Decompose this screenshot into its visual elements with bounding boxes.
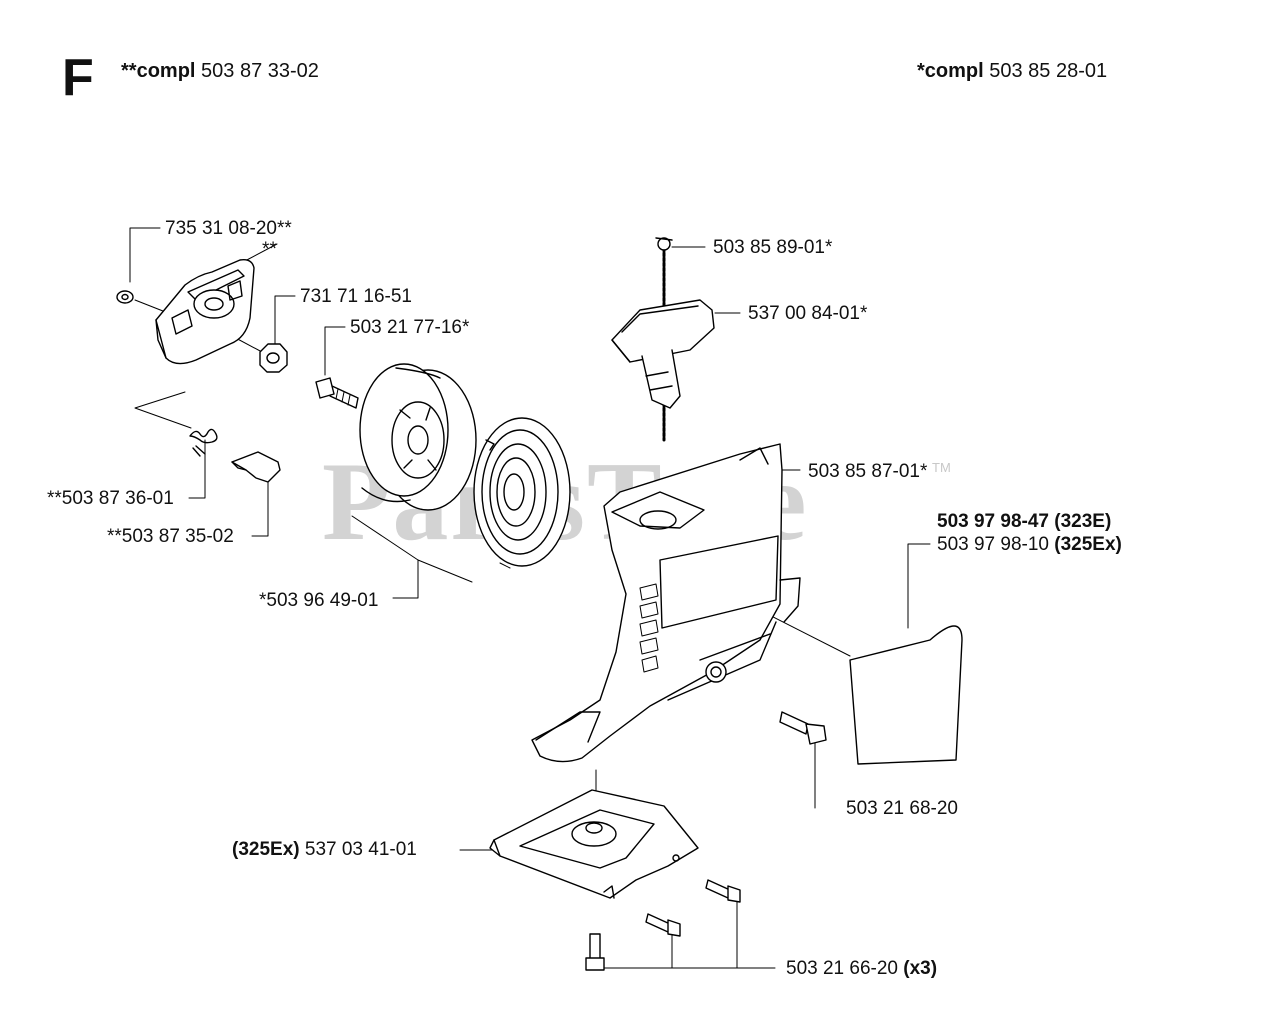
screw-503217716 — [315, 377, 359, 409]
label-double-star: ** — [262, 239, 277, 260]
label-503216620-qty: (x3) — [903, 958, 938, 979]
label-503979810: 503 97 98-10 (325Ex) — [937, 535, 1122, 554]
label-503979810-variant: (325Ex) — [1054, 534, 1122, 555]
compl-right-number: 503 85 28-01 — [989, 60, 1108, 82]
compl-left-prefix: **compl — [121, 60, 196, 82]
label-503873601: **503 87 36-01 — [47, 488, 174, 509]
starter-handle — [611, 299, 715, 409]
label-731711651: 731 71 16-51 — [300, 286, 412, 307]
label-735310820: 735 31 08-20** — [165, 218, 292, 239]
label-503964901: *503 96 49-01 — [259, 590, 379, 611]
base-plate — [489, 789, 699, 899]
compl-right-prefix: *compl — [917, 60, 984, 82]
label-503216620: 503 21 66-20 (x3) — [786, 959, 937, 978]
section-letter: F — [62, 49, 94, 107]
flange-nut — [259, 343, 288, 373]
label-503216820: 503 21 68-20 — [846, 798, 958, 819]
label-537034101-variant: (325Ex) — [232, 839, 300, 860]
label-537034101: (325Ex) 537 03 41-01 — [232, 840, 417, 859]
label-503216620-number: 503 21 66-20 — [786, 958, 898, 979]
rope-pulley — [359, 363, 477, 511]
label-503873502: **503 87 35-02 — [107, 526, 234, 547]
starter-pawl — [231, 451, 281, 483]
label-503979810-number: 503 97 98-10 — [937, 534, 1049, 555]
label-503979847-number: 503 97 98-47 — [937, 511, 1049, 532]
screw-503216620-b — [645, 913, 681, 937]
label-503979847: 503 97 98-47 (323E) — [937, 512, 1111, 531]
compl-left: **compl 503 87 33-02 — [121, 60, 319, 83]
watermark-tm: TM — [932, 460, 951, 475]
pawl-spring — [189, 428, 218, 457]
starter-hub-cap — [155, 258, 255, 365]
label-503858901: 503 85 89-01* — [713, 237, 833, 258]
screw-503216820 — [779, 711, 827, 745]
recoil-spring — [473, 417, 571, 567]
compl-left-number: 503 87 33-02 — [201, 60, 319, 82]
screw-503216620-a — [705, 879, 741, 903]
compl-right: *compl 503 85 28-01 — [917, 60, 1107, 83]
decal-plate — [849, 625, 963, 765]
screw-503216620-c — [585, 933, 605, 971]
label-503979847-variant: (323E) — [1054, 511, 1112, 532]
label-503217716: 503 21 77-16* — [350, 317, 470, 338]
label-537034101-number: 537 03 41-01 — [304, 839, 417, 860]
label-503858701: 503 85 87-01* — [808, 461, 928, 482]
label-537008401: 537 00 84-01* — [748, 303, 868, 324]
e-clip-part — [116, 290, 134, 304]
starter-housing — [531, 443, 801, 763]
